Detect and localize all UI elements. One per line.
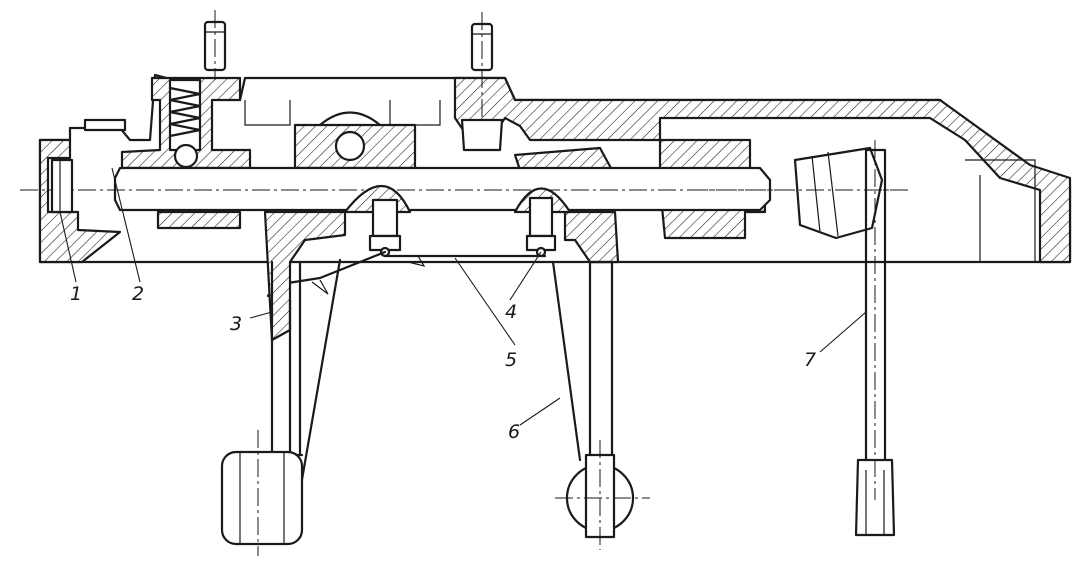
callout-1: 1 (70, 283, 82, 305)
top-studs (203, 10, 504, 152)
shift-rod (20, 166, 910, 212)
callout-3: 3 (230, 313, 242, 335)
callout-4: 4 (505, 301, 517, 323)
bolt-head (83, 118, 127, 132)
leader-lines (59, 167, 867, 426)
lock-screws (343, 185, 572, 258)
lock-wire (266, 250, 547, 298)
callout-5: 5 (505, 349, 517, 371)
shift-fork-left (220, 210, 347, 556)
callout-6: 6 (508, 421, 520, 443)
detent-spring (168, 78, 202, 169)
shift-fork-middle (551, 260, 650, 550)
callout-labels: 1 2 3 4 5 6 7 (70, 283, 816, 443)
end-plug (50, 158, 74, 214)
shift-lever (690, 140, 905, 537)
callout-2: 2 (132, 283, 144, 305)
callout-7: 7 (804, 349, 816, 371)
